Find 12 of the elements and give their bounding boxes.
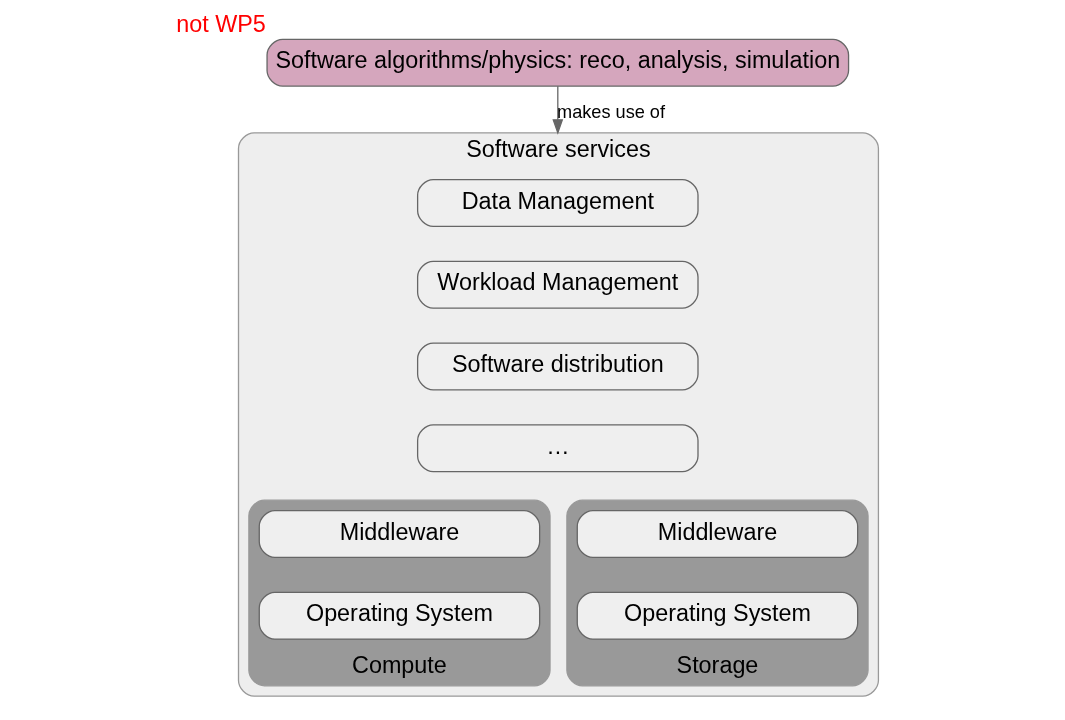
edge-label: makes use of xyxy=(557,101,666,122)
node-box: Data Management xyxy=(416,178,699,227)
node-label: not WP5 xyxy=(176,11,266,38)
node-box: Software algorithms/physics: reco, analysis, simulation xyxy=(266,38,850,87)
node-box: Software distribution xyxy=(416,342,699,391)
node-box: Workload Management xyxy=(416,260,699,309)
node-box: Middleware xyxy=(576,509,859,558)
arrow xyxy=(552,85,564,135)
node-box: Middleware xyxy=(258,509,541,558)
node-box: Operating System xyxy=(576,591,859,640)
node-box: Operating System xyxy=(258,591,541,640)
node-box: … xyxy=(416,424,699,473)
